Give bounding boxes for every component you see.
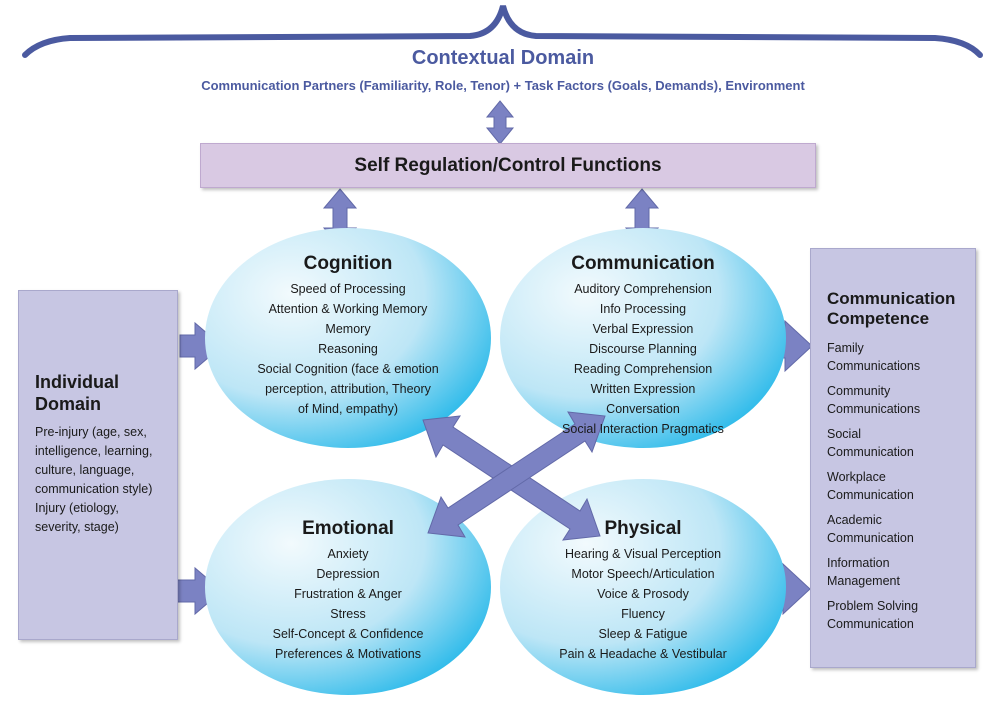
cognition-item: Social Cognition (face & emotion <box>257 362 439 376</box>
competence-item-line: Workplace <box>827 470 886 484</box>
competence-item-line: Social <box>827 427 862 441</box>
competence-item-line: Management <box>827 574 900 588</box>
competence-title-line2: Competence <box>827 309 930 328</box>
emotional-item: Preferences & Motivations <box>275 647 421 661</box>
individual-domain-box: Individual Domain Pre-injury (age, sex, … <box>18 290 178 640</box>
contextual-domain-subtitle: Communication Partners (Familiarity, Rol… <box>201 78 805 93</box>
individual-line: culture, language, <box>35 463 135 477</box>
communication-item: Verbal Expression <box>592 322 694 336</box>
communication-item: Written Expression <box>590 382 696 396</box>
physical-title: Physical <box>604 518 682 539</box>
communication-item: Social Interaction Pragmatics <box>562 422 724 436</box>
physical-item: Sleep & Fatigue <box>598 627 688 641</box>
communication-item: Discourse Planning <box>589 342 697 356</box>
cognition-item: Reasoning <box>318 342 378 356</box>
individual-line: intelligence, learning, <box>35 444 153 458</box>
cognition-circle <box>205 228 491 448</box>
emotional-title: Emotional <box>302 518 394 539</box>
physical-item: Voice & Prosody <box>597 587 689 601</box>
competence-item-line: Information <box>827 556 890 570</box>
individual-line: Injury (etiology, <box>35 501 119 515</box>
cognition-title: Cognition <box>303 253 393 274</box>
emotional-item: Self-Concept & Confidence <box>272 627 424 641</box>
competence-item-line: Family <box>827 341 864 355</box>
competence-item-line: Community <box>827 384 891 398</box>
self-regulation-label: Self Regulation/Control Functions <box>354 154 662 176</box>
competence-item-line: Communication <box>827 531 914 545</box>
contextual-domain-title: Contextual Domain <box>411 47 595 69</box>
physical-item: Hearing & Visual Perception <box>564 547 722 561</box>
physical-text: Physical Hearing & Visual Perception Mot… <box>533 518 753 664</box>
cognition-item: Memory <box>325 322 371 336</box>
emotional-item: Frustration & Anger <box>294 587 402 601</box>
communication-item: Reading Comprehension <box>573 362 713 376</box>
competence-item-line: Communication <box>827 488 914 502</box>
competence-item-line: Communications <box>827 359 921 373</box>
individual-line: severity, stage) <box>35 520 119 534</box>
emotional-item: Depression <box>316 567 380 581</box>
emotional-text: Emotional Anxiety Depression Frustration… <box>238 518 458 664</box>
physical-item: Fluency <box>621 607 665 621</box>
self-regulation-box: Self Regulation/Control Functions <box>200 143 816 188</box>
competence-item-line: Communications <box>827 402 921 416</box>
central-cross-arrows <box>422 411 606 541</box>
contextual-brace <box>22 5 983 58</box>
context-selfreg-arrow <box>485 100 515 145</box>
cognition-item: Speed of Processing <box>290 282 406 296</box>
physical-item: Pain & Headache & Vestibular <box>559 647 727 661</box>
competence-item-line: Communication <box>827 445 914 459</box>
communication-text: Communication Auditory Comprehension Inf… <box>523 253 763 439</box>
individual-line: Pre-injury (age, sex, <box>35 425 147 439</box>
physical-item: Motor Speech/Articulation <box>571 567 715 581</box>
individual-domain-title-line2: Domain <box>35 394 102 414</box>
competence-item-line: Communication <box>827 617 914 631</box>
emotional-circle <box>205 479 491 695</box>
cognition-item: Attention & Working Memory <box>268 302 428 316</box>
cognition-text: Cognition Speed of Processing Attention … <box>228 253 468 419</box>
competence-title-line1: Communication <box>827 289 956 308</box>
emotional-item: Stress <box>330 607 366 621</box>
cognition-item: of Mind, empathy) <box>297 402 399 416</box>
competence-item-line: Academic <box>827 513 882 527</box>
individual-domain-text: Pre-injury (age, sex, intelligence, lear… <box>35 423 167 537</box>
communication-item: Info Processing <box>599 302 687 316</box>
cognition-item: perception, attribution, Theory <box>265 382 431 396</box>
competence-title: Communication Competence <box>827 289 967 329</box>
individual-domain-title-line1: Individual <box>35 372 120 392</box>
communication-item: Auditory Comprehension <box>574 282 712 296</box>
emotional-item: Anxiety <box>327 547 369 561</box>
competence-item-line: Problem Solving <box>827 599 919 613</box>
communication-title: Communication <box>571 253 715 274</box>
communication-item: Conversation <box>606 402 680 416</box>
individual-line: communication style) <box>35 482 153 496</box>
communication-circle <box>500 228 786 448</box>
